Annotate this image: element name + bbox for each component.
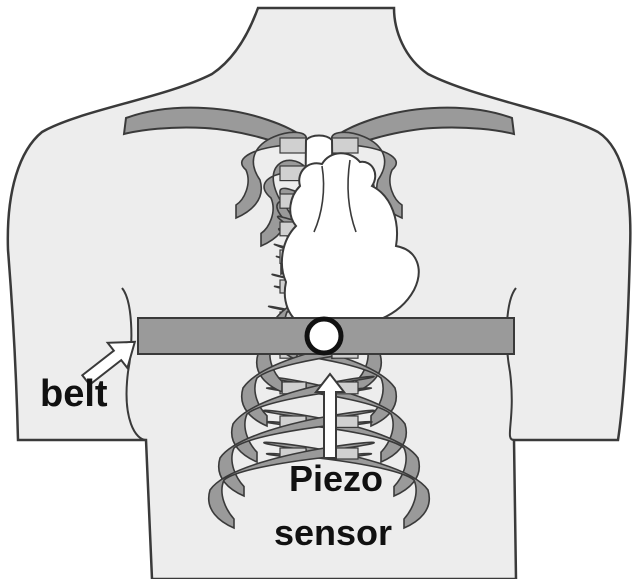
right-costal-cartilage-1 xyxy=(332,138,358,153)
sensor-label-line1: Piezo xyxy=(289,458,383,499)
belt-label: belt xyxy=(40,373,108,415)
piezo-sensor-disc xyxy=(307,319,341,353)
sensor-label-line2: sensor xyxy=(274,512,392,553)
left-costal-cartilage-1 xyxy=(280,138,306,153)
